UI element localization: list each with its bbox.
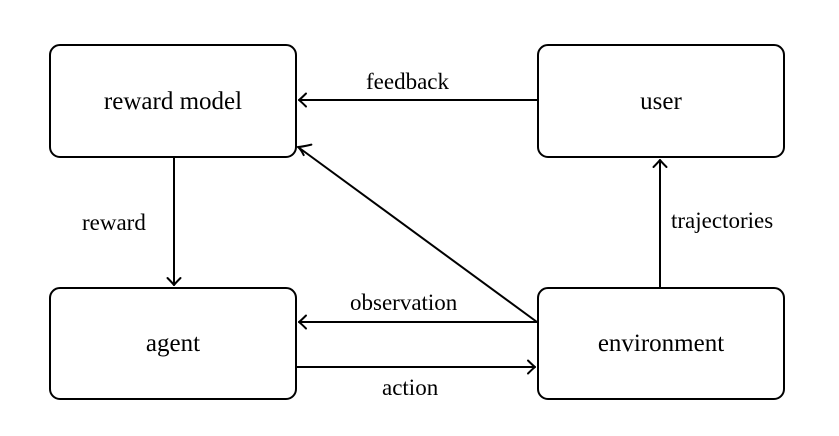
- node-user: user: [537, 44, 785, 158]
- arrowhead-observation: [298, 314, 307, 330]
- arrowhead-reward: [166, 277, 182, 286]
- arrowhead-action: [527, 359, 536, 375]
- node-user-label: user: [640, 87, 682, 115]
- arrowhead-feedback: [298, 92, 307, 108]
- node-environment: environment: [537, 287, 785, 400]
- edge-label-observation: observation: [350, 290, 458, 315]
- node-environment-label: environment: [597, 330, 725, 357]
- edge-label-trajectories: trajectories: [671, 208, 774, 233]
- arrowhead-environment-to-reward-model: [297, 143, 313, 157]
- node-agent: agent: [49, 287, 297, 400]
- node-agent-label: agent: [145, 330, 201, 357]
- edge-label-reward: reward: [82, 210, 146, 235]
- arrowhead-trajectories: [652, 159, 668, 168]
- node-reward-model: reward model: [49, 44, 297, 158]
- edge-environment-to-reward-model: [297, 146, 538, 323]
- node-reward-model-label: reward model: [103, 87, 243, 115]
- edge-label-feedback: feedback: [366, 69, 449, 94]
- edge-label-action: action: [382, 375, 439, 400]
